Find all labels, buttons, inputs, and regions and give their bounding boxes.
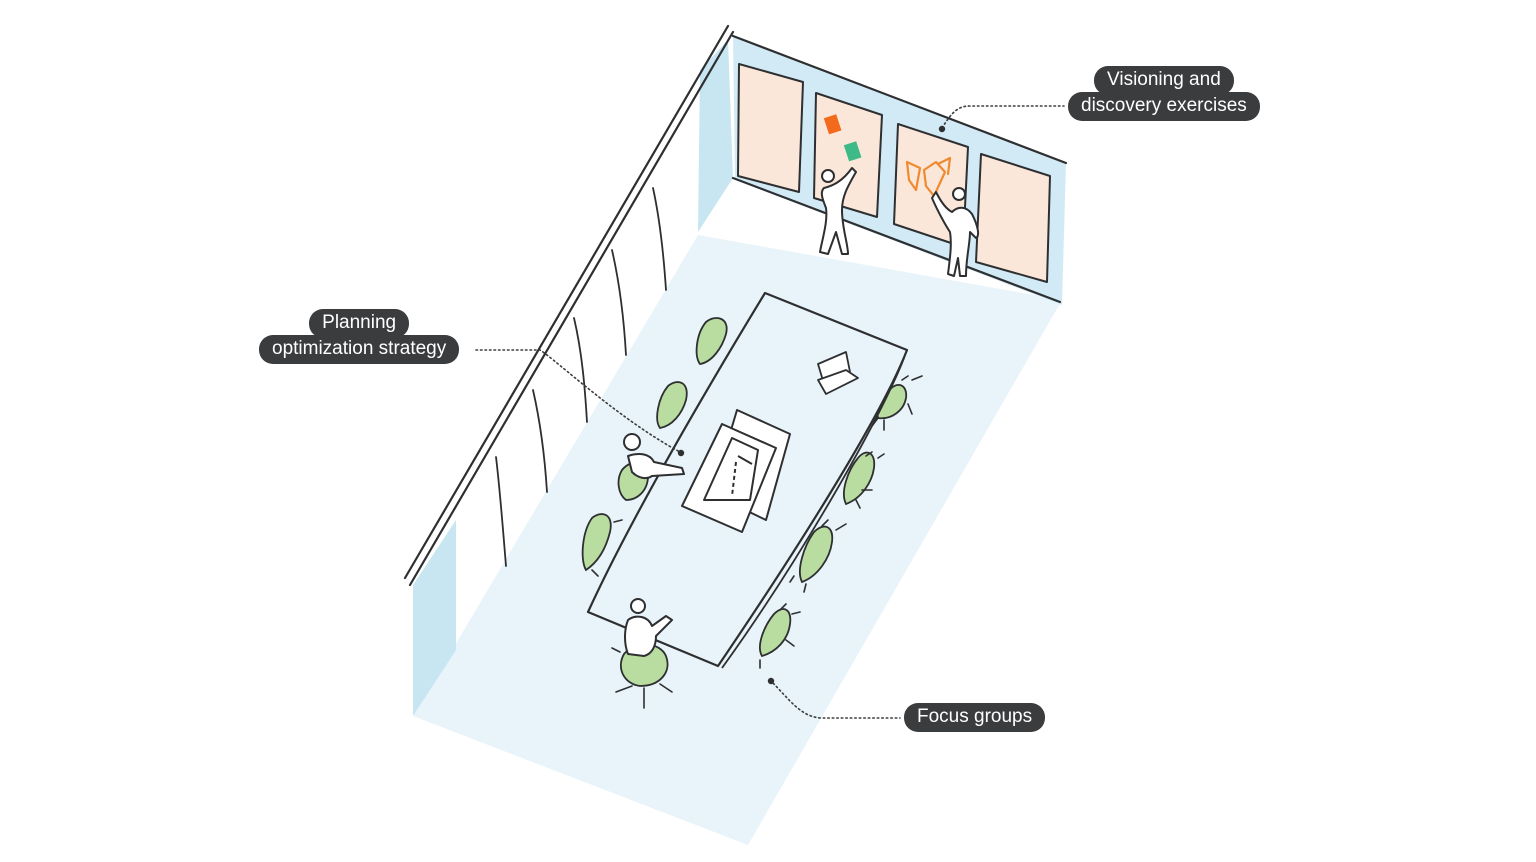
label-text-line: Focus groups xyxy=(904,703,1045,732)
label-text-line: discovery exercises xyxy=(1068,92,1260,121)
label-visioning-and-discovery: Visioning and discovery exercises xyxy=(1068,66,1260,121)
label-text-line: Planning xyxy=(309,309,409,338)
label-planning-optimization: Planning optimization strategy xyxy=(259,309,459,364)
label-text-line: Visioning and xyxy=(1094,66,1234,95)
label-text-line: optimization strategy xyxy=(259,335,459,364)
whiteboard-1 xyxy=(738,64,803,192)
label-focus-groups: Focus groups xyxy=(904,703,1045,732)
whiteboard-4 xyxy=(976,154,1050,282)
